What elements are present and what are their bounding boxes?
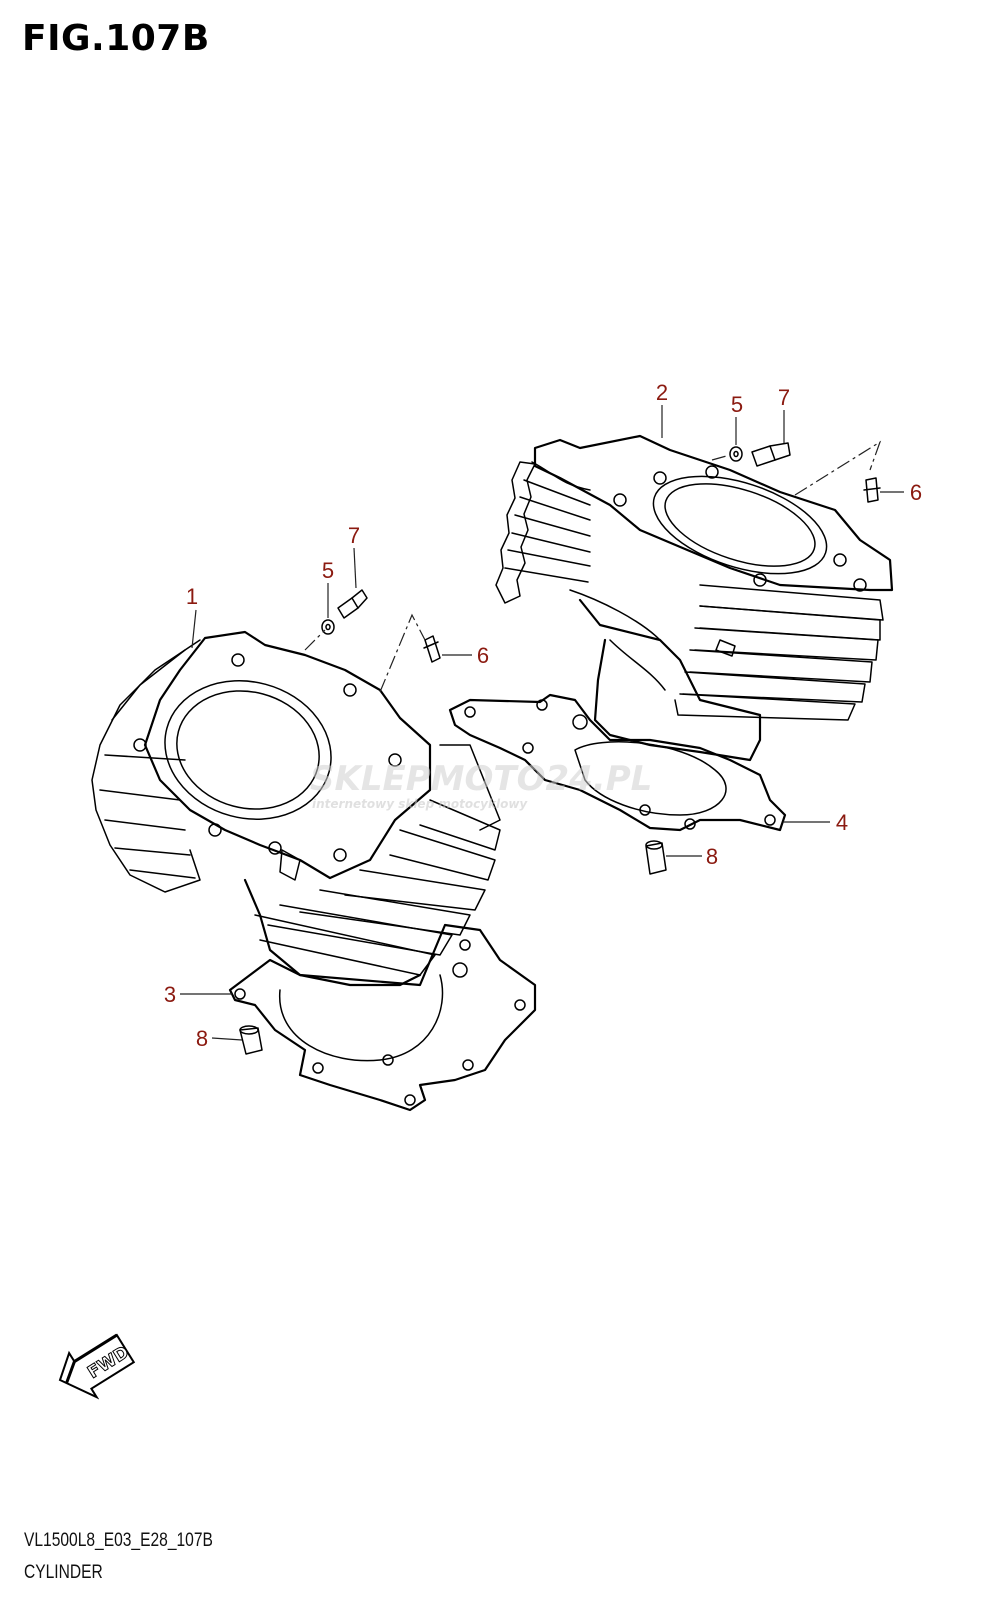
callout-5-front: 5 <box>322 558 334 583</box>
cylinder-base-gasket-part-4[interactable] <box>448 693 787 832</box>
figure-name: CYLINDER <box>24 1562 103 1583</box>
washer-part-5-front[interactable] <box>321 619 335 635</box>
plug-part-6-rear[interactable] <box>863 477 881 503</box>
plug-part-6-front[interactable] <box>423 635 441 663</box>
bolt-part-7-front[interactable] <box>337 589 368 619</box>
callout-8-front: 8 <box>196 1026 208 1051</box>
callout-7-front: 7 <box>348 523 360 548</box>
dowel-pin-part-8-front[interactable] <box>239 1025 263 1055</box>
callout-8-rear: 8 <box>706 844 718 869</box>
dowel-pin-part-8-rear[interactable] <box>645 840 667 875</box>
watermark-brand: SKLEPMOTO24.PL <box>310 759 652 799</box>
callout-6-rear: 6 <box>910 480 922 505</box>
leader-lines <box>180 405 904 1041</box>
figure-code: VL1500L8_E03_E28_107B <box>24 1530 213 1551</box>
callout-4: 4 <box>836 810 848 835</box>
watermark: SKLEPMOTO24.PL internetowy sklep motocyk… <box>310 759 652 811</box>
bolt-part-7-rear[interactable] <box>751 442 791 467</box>
callout-2: 2 <box>656 380 668 405</box>
callout-3: 3 <box>164 982 176 1007</box>
callout-6-front: 6 <box>477 643 489 668</box>
watermark-tagline: internetowy sklep motocyklowy <box>312 797 528 811</box>
rear-cylinder-part-2[interactable] <box>495 434 894 762</box>
callout-7-rear: 7 <box>778 385 790 410</box>
front-cylinder-part-1[interactable] <box>91 630 501 987</box>
cylinder-base-gasket-part-3[interactable] <box>228 923 537 1112</box>
fwd-direction-arrow: FWD <box>58 1333 136 1400</box>
callout-1: 1 <box>186 584 198 609</box>
callout-5-rear: 5 <box>731 392 743 417</box>
figure-title: FIG.107B <box>22 18 210 59</box>
washer-part-5-rear[interactable] <box>729 446 743 462</box>
